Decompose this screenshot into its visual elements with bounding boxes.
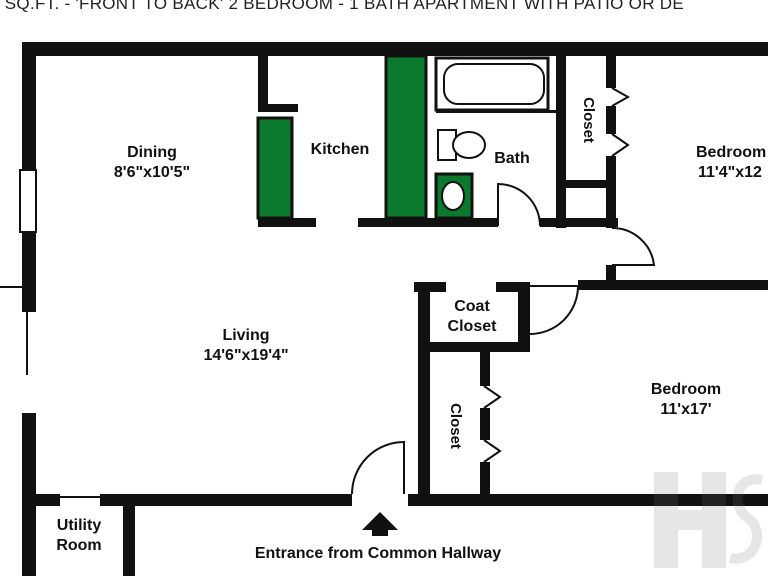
utility-line1: Utility <box>56 517 102 534</box>
kitchen-label: Kitchen <box>310 141 370 158</box>
kitchen-bottom-wall <box>258 218 316 227</box>
entrance-arrow-icon <box>362 512 398 536</box>
closet-mid-right-wall-bottom <box>480 462 490 500</box>
entrance-label: Entrance from Common Hallway <box>254 545 502 562</box>
kitchen-shelf-wall <box>258 104 298 112</box>
coat-closet-bottom-wall <box>418 342 530 352</box>
closet-mid-right-wall-mid <box>480 408 490 440</box>
bedroom2-label: Bedroom 11'x17' <box>636 380 736 420</box>
living-size: 14'6"x19'4" <box>203 347 289 364</box>
utility-line2: Room <box>56 537 102 554</box>
bathtub <box>434 56 550 112</box>
dining-name: Dining <box>127 144 177 161</box>
coat-closet-right-wall <box>518 282 530 352</box>
left-exterior-wall-upper <box>22 42 36 170</box>
kitchen-counter-bottom <box>358 218 498 227</box>
kitchen-left-wall <box>258 56 268 104</box>
closet-mid-right-wall-top <box>480 352 490 386</box>
bottom-wall-right <box>408 494 768 506</box>
bedroom2-size: 11'x17' <box>660 401 712 418</box>
closet-mid-label: Closet <box>447 403 464 449</box>
top-exterior-wall <box>22 42 768 56</box>
bedroom1-left-wall-mid <box>606 106 616 134</box>
coat-closet-line2: Closet <box>447 318 497 335</box>
coat-closet-label: Coat Closet <box>430 297 514 337</box>
bedroom1-size: 11'4"x12 <box>698 164 762 181</box>
dining-size: 8'6"x10'5" <box>113 164 191 181</box>
utility-right-wall <box>123 494 135 576</box>
bedroom-divider-wall <box>578 280 768 290</box>
bedroom1-left-wall-upper <box>606 56 616 88</box>
bedroom1-bottom-wall-left <box>606 265 616 283</box>
window <box>0 169 37 375</box>
coat-closet-left-wall <box>418 282 430 494</box>
dining-label: Dining 8'6"x10'5" <box>100 143 204 183</box>
bottom-wall-right-of-utility <box>100 494 352 506</box>
plan-title: 0 SQ.FT. - 'FRONT TO BACK' 2 BEDROOM - 1… <box>0 0 685 13</box>
utility-label: Utility Room <box>40 516 118 556</box>
toilet <box>437 129 486 161</box>
bedroom1-name: Bedroom <box>696 144 767 161</box>
bath-label: Bath <box>494 150 530 167</box>
utility-top-wall-left <box>22 494 56 506</box>
coat-closet-top-right <box>496 282 530 292</box>
bath-right-wall <box>556 56 566 228</box>
bedroom1-label: Bedroom 11'4"x12 <box>688 143 768 183</box>
living-label: Living 14'6"x19'4" <box>186 326 306 366</box>
kitchen-cabinets <box>256 54 474 220</box>
bedroom1-left-wall-lower <box>606 156 616 228</box>
living-name: Living <box>222 327 270 344</box>
door-swings <box>351 87 656 495</box>
bedroom2-name: Bedroom <box>650 381 722 398</box>
left-exterior-wall-mid <box>22 232 36 312</box>
watermark-logo <box>654 472 764 568</box>
closet-bottom-wall <box>566 180 612 188</box>
coat-closet-line1: Coat <box>454 298 490 315</box>
closet-top-label: Closet <box>580 97 597 143</box>
bath-bottom-wall <box>540 218 618 227</box>
